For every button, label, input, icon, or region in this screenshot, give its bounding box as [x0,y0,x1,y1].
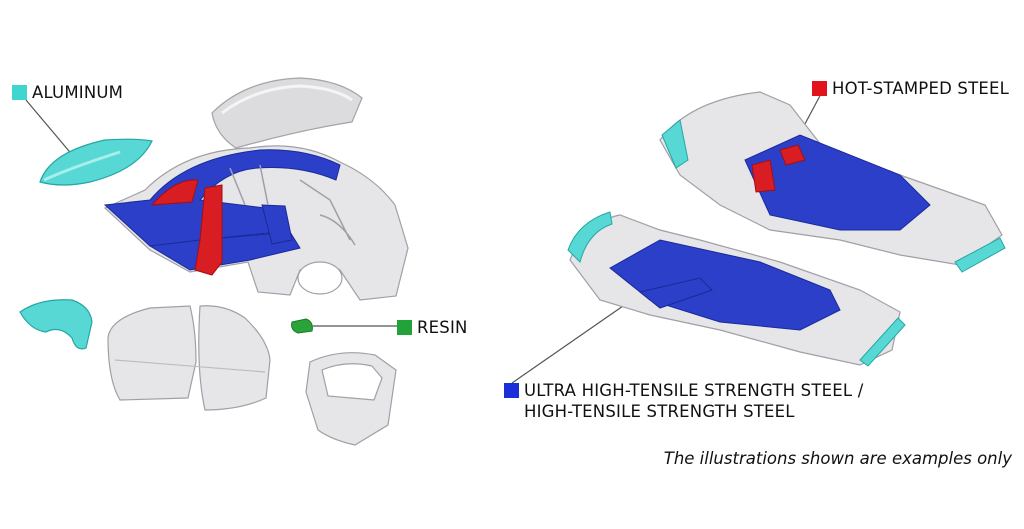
rear-wheel-arch [297,261,343,295]
underbody-top [659,91,1006,273]
resin-label: RESIN [417,318,468,337]
body-blue-rear-pillar [261,204,293,245]
resin-part [291,318,313,334]
body-inner-detail [229,164,356,246]
underbody-bottom-cyan-front [567,211,613,263]
hot-stamped-label: HOT-STAMPED STEEL [832,79,1010,98]
legend-hot-stamped: HOT-STAMPED STEEL [812,78,1009,99]
door-crease [114,359,266,373]
roof-panel-highlight [221,84,353,115]
ultra-label-line2: HIGH-TENSILE STRENGTH STEEL [524,402,795,421]
hot-stamped-swatch [812,81,827,96]
hot-stamped-b-pillar [194,184,223,276]
underbody-top-red-reinforcement [751,159,776,193]
ultra-label-line1: ULTRA HIGH-TENSILE STRENGTH STEEL / [524,381,864,400]
tailgate-window-opening [321,363,383,401]
aluminum-front-fender [19,299,93,350]
disclaimer-note: The illustrations shown are examples onl… [663,449,1012,468]
underbody-bottom [567,211,906,367]
legend-resin: RESIN [397,317,468,338]
aluminum-hood-shade [43,150,121,182]
body-in-white-side [103,145,409,301]
aluminum-label: ALUMINUM [32,83,124,102]
underbody-bottom-blue-rail [638,277,713,309]
ultra-swatch [504,383,519,398]
hot-stamped-a-pillar [150,179,199,206]
underbody-bottom-cyan-rear [859,317,906,367]
rear-door-panel [198,305,271,411]
aluminum-swatch [12,85,27,100]
underbody-top-cyan-rear [954,237,1006,273]
resin-swatch [397,320,412,335]
aluminum-hood-panel [39,138,153,186]
underbody-top-cyan-front [661,119,689,169]
front-door-panel [107,305,197,401]
legend-aluminum: ALUMINUM [12,82,123,103]
legend-ultra-high-tensile: ULTRA HIGH-TENSILE STRENGTH STEEL / HIGH… [504,380,863,422]
underbody-top-red-tunnel [779,144,806,166]
aluminum-leader-line [25,99,75,158]
underbody-bottom-blue-floor [609,239,841,331]
